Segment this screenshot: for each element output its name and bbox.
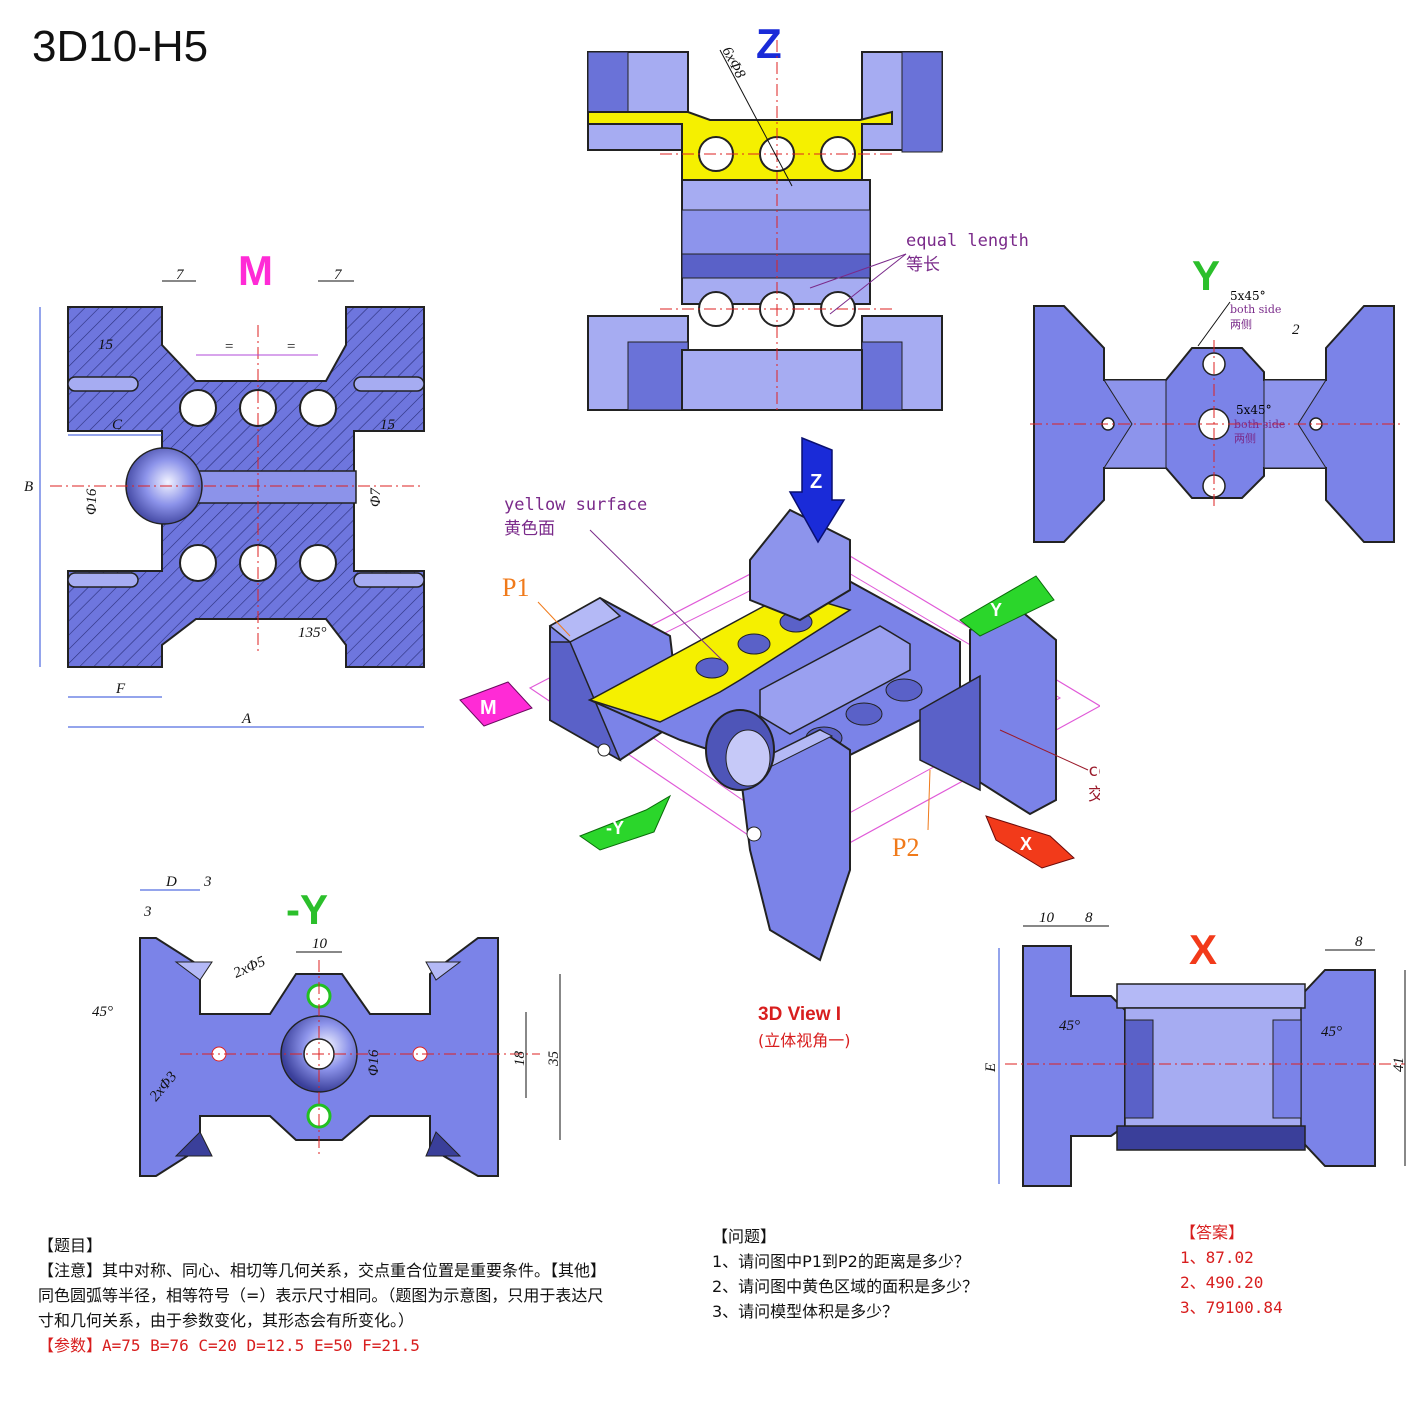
- m-eq-a: =: [224, 339, 234, 355]
- m-dim-135: 135°: [298, 625, 327, 641]
- m-dim-d7: Φ7: [368, 487, 384, 507]
- iso-caption: 3D View I: [758, 1004, 842, 1025]
- z-view: Z 6xΦ8 equal length 等长: [587, 20, 1029, 411]
- neg-y-dim-d: D: [165, 874, 177, 890]
- neg-y-view: -Y D 3 3 10 2xΦ5 2xΦ3 45° Φ16 18 35: [92, 874, 562, 1177]
- params-line: 【参数】A=75 B=76 C=20 D=12.5 E=50 F=21.5: [38, 1333, 618, 1358]
- iso-view: Z M -Y Y X yellow surface 黄色面 P1 P2 coin…: [459, 436, 1100, 962]
- y-both-side-mid: both side: [1234, 418, 1285, 431]
- questions-block: 【问题】 1、请问图中P1到P2的距离是多少？ 2、请问图中黄色区域的面积是多少…: [712, 1224, 1132, 1324]
- y-both-side-cn-top: 两侧: [1230, 318, 1252, 331]
- equal-length-cn-label: 等长: [906, 255, 940, 275]
- y-both-side-top: both side: [1230, 303, 1281, 316]
- x-view-label: X: [1189, 926, 1217, 973]
- x-dim-45a: 45°: [1059, 1018, 1080, 1034]
- coincidence-cn-label: 交点重合: [1088, 785, 1100, 805]
- neg-y-dim-35: 35: [546, 1051, 562, 1068]
- answer-1: 1、87.02: [1180, 1248, 1254, 1267]
- question-2: 2、请问图中黄色区域的面积是多少？: [712, 1277, 979, 1296]
- p1-label: P1: [502, 573, 529, 602]
- neg-y-dim-3a: 3: [203, 874, 212, 890]
- iso-arrow-y: Y: [990, 600, 1002, 620]
- neg-y-dim-10: 10: [312, 936, 328, 952]
- m-view-label: M: [238, 247, 273, 294]
- m-dim-c: C: [112, 417, 123, 433]
- x-dim-45b: 45°: [1321, 1024, 1342, 1040]
- coincidence-label: coincidence: [1088, 761, 1100, 781]
- y-chamfer-mid: 5x45°: [1236, 403, 1272, 417]
- x-view: X 10 8 8 45° 45° E 41: [983, 910, 1407, 1187]
- iso-arrow-x: X: [1020, 834, 1032, 854]
- note-label: 【注意】: [38, 1261, 103, 1280]
- note-text: 其中对称、同心、相切等几何关系，交点重合位置是重要条件。: [102, 1261, 551, 1280]
- iso-arrow-neg-y: -Y: [606, 818, 624, 838]
- x-dim-8b: 8: [1355, 934, 1363, 950]
- z-hole-dim: 6xΦ8: [718, 44, 748, 81]
- neg-y-view-label: -Y: [286, 886, 328, 933]
- neg-y-dim-2x5: 2xΦ5: [231, 953, 268, 981]
- m-dim-f: F: [115, 681, 126, 697]
- neg-y-dim-45: 45°: [92, 1004, 113, 1020]
- yellow-surface-cn-label: 黄色面: [504, 519, 555, 539]
- problem-note: 【注意】其中对称、同心、相切等几何关系，交点重合位置是重要条件。【其他】同色圆弧…: [38, 1258, 618, 1333]
- iso-caption-cn: (立体视角一): [758, 1031, 851, 1050]
- x-dim-10: 10: [1039, 910, 1055, 926]
- m-eq-b: =: [286, 339, 296, 355]
- m-dim-7b: 7: [334, 267, 343, 283]
- neg-y-dim-3b: 3: [143, 904, 152, 920]
- neg-y-dim-18: 18: [512, 1051, 528, 1067]
- y-view-label: Y: [1192, 252, 1220, 299]
- page-title: 3D10-H5: [32, 22, 209, 71]
- other-label: 【其他】: [550, 1261, 607, 1280]
- problem-block: 【题目】 【注意】其中对称、同心、相切等几何关系，交点重合位置是重要条件。【其他…: [38, 1233, 618, 1358]
- answer-2: 2、490.20: [1180, 1273, 1264, 1292]
- y-dim-2: 2: [1292, 322, 1300, 338]
- yellow-surface-label: yellow surface: [504, 495, 647, 515]
- iso-arrow-m: M: [480, 697, 497, 719]
- m-dim-15b: 15: [380, 417, 396, 433]
- m-dim-15a: 15: [98, 337, 114, 353]
- problem-heading: 【题目】: [38, 1236, 103, 1255]
- other-text: 同色圆弧等半径，相等符号（=）表示尺寸相同。（题图为示意图，只用于表达尺寸和几何…: [38, 1286, 604, 1330]
- neg-y-dim-d16: Φ16: [366, 1049, 382, 1076]
- m-view: M 7 7 = = 15 15 C B F A Φ16 Φ7 135°: [24, 247, 425, 728]
- equal-length-label: equal length: [906, 231, 1029, 251]
- z-view-label: Z: [756, 20, 782, 67]
- iso-arrow-z: Z: [810, 471, 822, 493]
- y-both-side-cn-mid: 两侧: [1234, 432, 1256, 445]
- y-chamfer-top: 5x45°: [1230, 289, 1266, 303]
- question-3: 3、请问模型体积是多少？: [712, 1302, 899, 1321]
- x-dim-8a: 8: [1085, 910, 1093, 926]
- questions-heading: 【问题】: [712, 1227, 777, 1246]
- answer-3: 3、79100.84: [1180, 1298, 1283, 1317]
- p2-label: P2: [892, 833, 919, 862]
- m-dim-7a: 7: [176, 267, 185, 283]
- x-dim-e: E: [983, 1063, 999, 1073]
- question-1: 1、请问图中P1到P2的距离是多少？: [712, 1252, 970, 1271]
- answers-heading: 【答案】: [1180, 1223, 1245, 1242]
- x-dim-41: 41: [1391, 1057, 1407, 1072]
- m-dim-b: B: [24, 479, 33, 495]
- params-label: 【参数】: [38, 1336, 103, 1355]
- m-dim-d16: Φ16: [84, 488, 100, 515]
- y-view: Y 5x45° both side 两侧 5x45° both side 两侧 …: [1030, 252, 1402, 543]
- answers-block: 【答案】 1、87.02 2、490.20 3、79100.84: [1180, 1220, 1400, 1320]
- m-dim-a: A: [241, 711, 252, 727]
- params-text: A=75 B=76 C=20 D=12.5 E=50 F=21.5: [102, 1336, 420, 1355]
